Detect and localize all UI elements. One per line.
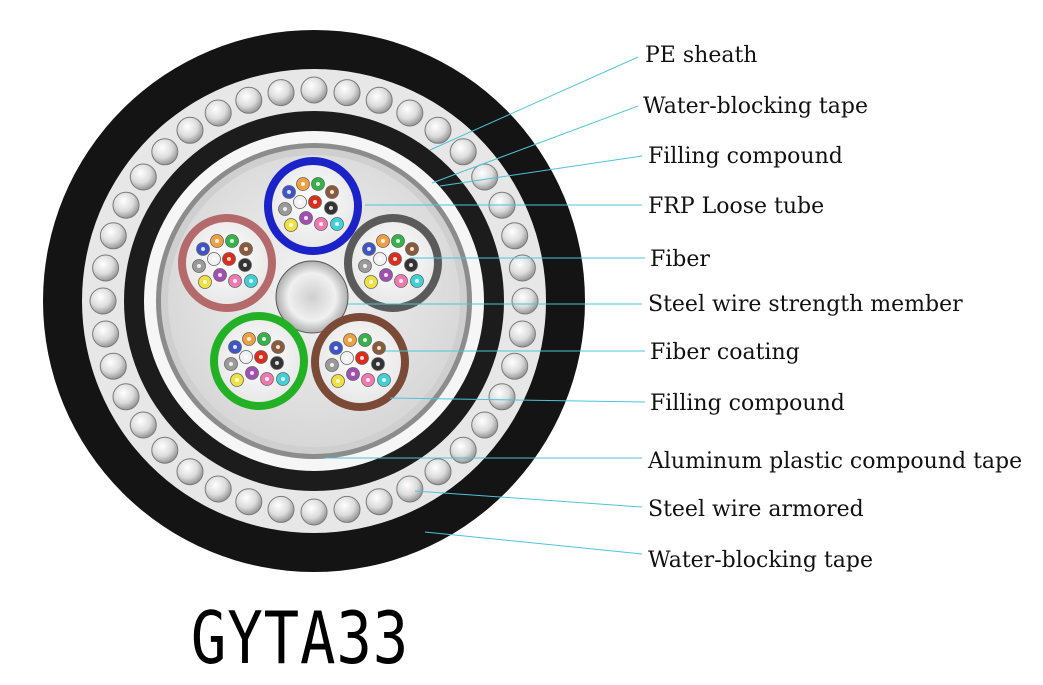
steel-wire xyxy=(488,383,516,411)
steel-wire xyxy=(204,475,232,503)
label-steel-wire-strength-member: Steel wire strength member xyxy=(648,292,963,317)
leader-line xyxy=(389,397,646,403)
steel-wire xyxy=(112,191,140,219)
steel-wire xyxy=(333,495,361,523)
steel-wire-armored xyxy=(89,76,539,526)
steel-wire xyxy=(300,76,328,104)
leader-line xyxy=(431,105,639,184)
label-aluminum-plastic-compound-tape: Aluminum plastic compound tape xyxy=(647,449,1022,474)
steel-wire xyxy=(471,411,499,439)
steel-wire xyxy=(129,411,157,439)
steel-wire xyxy=(396,475,424,503)
steel-wire xyxy=(176,116,204,144)
steel-wire xyxy=(204,99,232,127)
steel-wire xyxy=(365,488,393,516)
steel-wire xyxy=(112,383,140,411)
label-water-blocking-tape-inner: Water-blocking tape xyxy=(648,548,873,573)
steel-wire xyxy=(92,254,120,282)
steel-wire xyxy=(449,138,477,166)
leader-line xyxy=(414,490,643,508)
steel-wire xyxy=(99,222,127,250)
steel-wire xyxy=(235,488,263,516)
steel-wire xyxy=(424,458,452,486)
steel-wire xyxy=(92,320,120,348)
steel-wire xyxy=(333,79,361,107)
steel-wire xyxy=(501,352,529,380)
steel-wire xyxy=(501,222,529,250)
steel-wire xyxy=(396,99,424,127)
label-filling-compound-outer: Filling compound xyxy=(648,144,843,169)
steel-wire xyxy=(151,436,179,464)
steel-wire xyxy=(508,320,536,348)
leader-line xyxy=(429,56,639,151)
loose-tube xyxy=(311,313,409,411)
labels: PE sheath Water-blocking tape Filling co… xyxy=(643,43,1022,573)
steel-wire-strength-member xyxy=(275,260,349,334)
loose-tubes xyxy=(178,157,442,411)
label-fiber-coating: Fiber coating xyxy=(650,340,800,365)
leader-lines xyxy=(325,56,646,555)
steel-wire xyxy=(508,254,536,282)
steel-wire xyxy=(129,163,157,191)
steel-wire xyxy=(89,287,117,315)
label-frp-loose-tube: FRP Loose tube xyxy=(648,194,824,219)
steel-wire xyxy=(471,163,499,191)
loose-tube xyxy=(210,312,308,410)
steel-wire xyxy=(99,352,127,380)
cable-model-title: GYTA33 xyxy=(190,596,410,680)
steel-wire xyxy=(365,86,393,114)
steel-wire xyxy=(176,458,204,486)
steel-wire xyxy=(235,86,263,114)
steel-wire xyxy=(511,287,539,315)
steel-wire xyxy=(449,436,477,464)
label-water-blocking-tape-outer: Water-blocking tape xyxy=(643,94,868,119)
label-fiber: Fiber xyxy=(650,247,710,272)
leader-line xyxy=(424,531,643,555)
loose-tube xyxy=(264,157,362,255)
loose-tube xyxy=(344,214,442,312)
label-steel-wire-armored: Steel wire armored xyxy=(648,497,864,522)
steel-wire xyxy=(424,116,452,144)
label-pe-sheath: PE sheath xyxy=(645,43,757,68)
label-filling-compound-inner: Filling compound xyxy=(650,391,845,416)
steel-wire xyxy=(300,498,328,526)
steel-wire xyxy=(267,79,295,107)
leader-line xyxy=(439,155,643,187)
steel-wire xyxy=(267,495,295,523)
steel-wire xyxy=(151,138,179,166)
loose-tube xyxy=(178,214,276,312)
